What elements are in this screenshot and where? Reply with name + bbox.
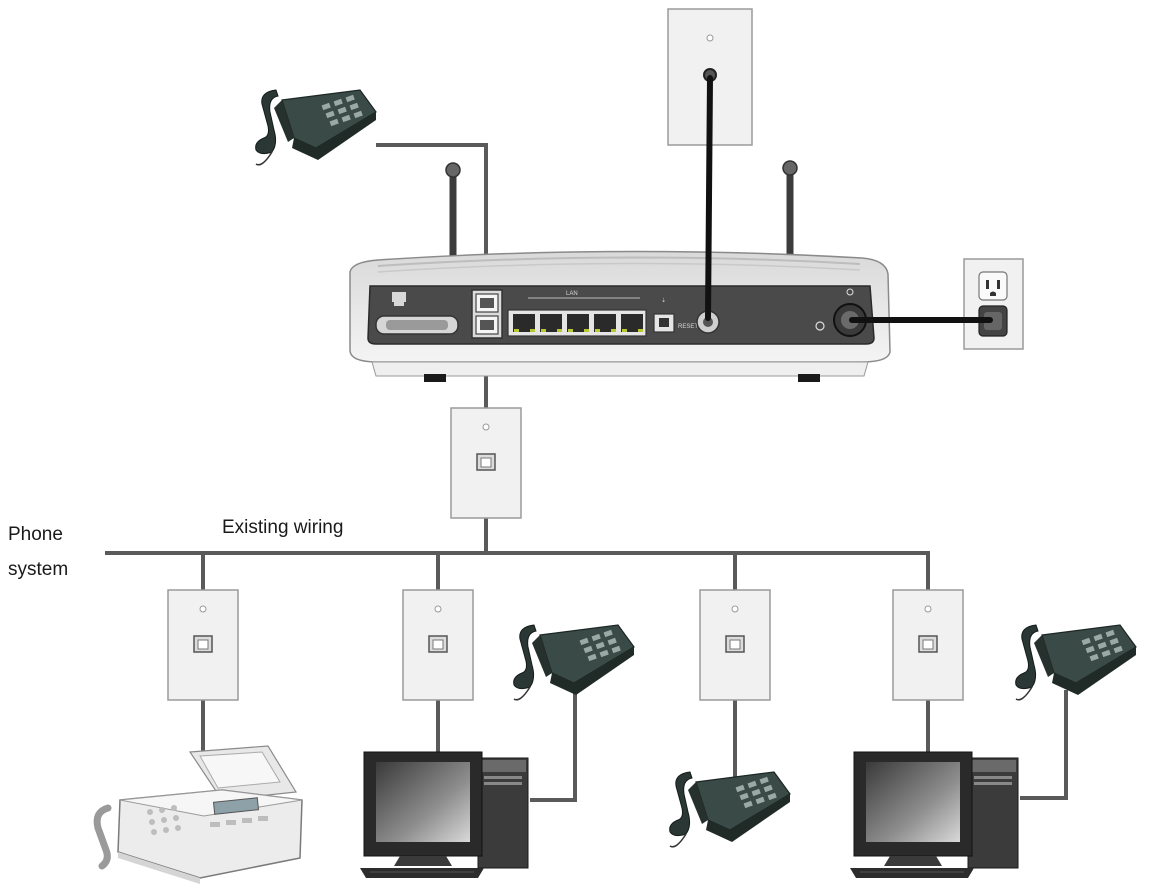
reset-label: RESET — [678, 324, 698, 330]
existing-wiring-label: Existing wiring — [222, 517, 344, 538]
fax-machine-icon — [93, 745, 303, 884]
wall-jack-icon — [699, 589, 771, 701]
computer-icon — [849, 751, 1019, 879]
phone-icon — [512, 624, 635, 701]
cables-gray — [105, 143, 1068, 802]
wall-jack-icon — [450, 407, 522, 519]
ethernet-ports: LAN — [507, 291, 647, 337]
svg-text:⇣: ⇣ — [661, 297, 666, 304]
power-outlet-icon — [963, 258, 1024, 350]
phone-icon — [1014, 624, 1137, 701]
phone-system-label-line2: system — [8, 559, 69, 580]
phone-icon — [254, 89, 377, 166]
lan-port-label: LAN — [566, 291, 578, 297]
router: LAN ⇣ RESET — [349, 160, 891, 382]
wall-jack-icon — [402, 589, 474, 701]
phone-system-label-line1: Phone — [8, 524, 63, 545]
wall-jack-icon — [892, 589, 964, 701]
cables-black — [705, 75, 993, 323]
wall-jack-icon — [167, 589, 239, 701]
computer-icon — [359, 751, 529, 879]
phone-icon — [668, 771, 791, 848]
